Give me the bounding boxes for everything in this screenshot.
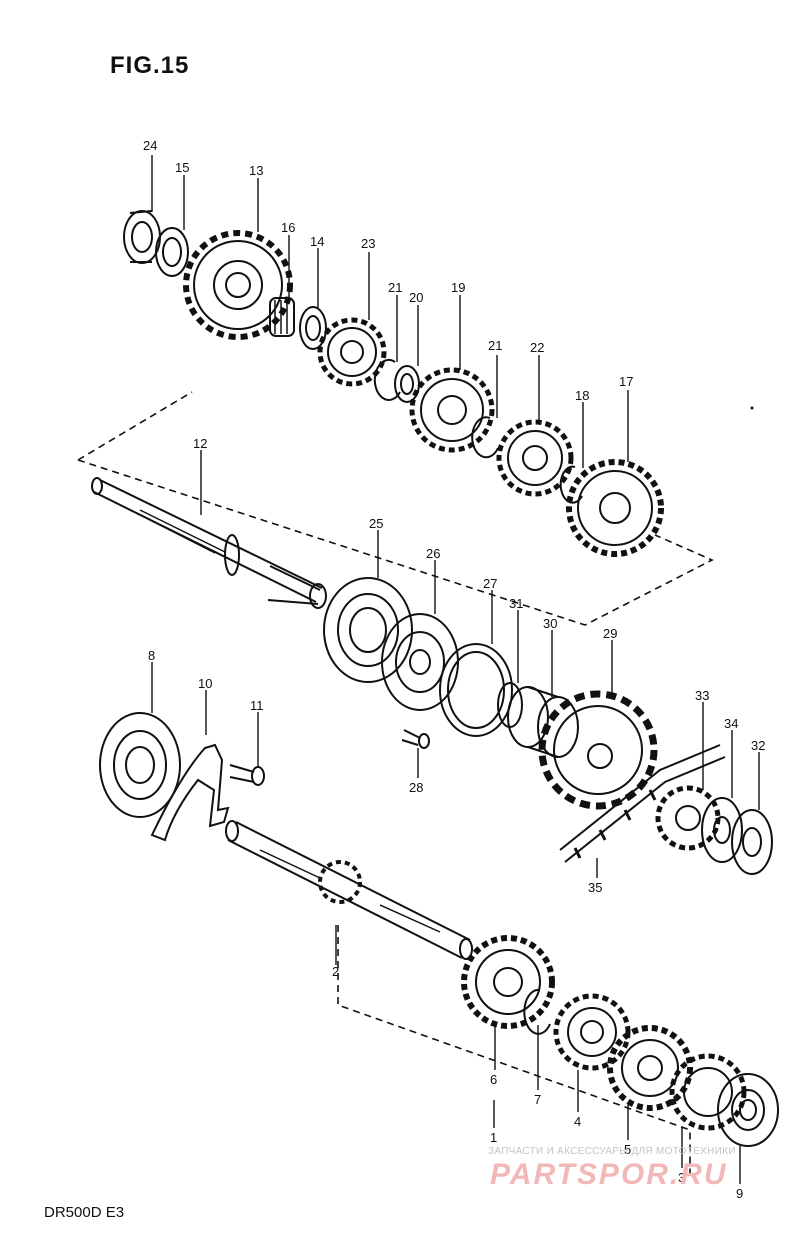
sprocket-33 xyxy=(655,785,721,851)
screw-28 xyxy=(401,729,430,749)
callout-12: 12 xyxy=(193,436,207,451)
callout-10: 10 xyxy=(198,676,212,691)
callout-34: 34 xyxy=(724,716,738,731)
circlip-7 xyxy=(523,988,551,1035)
callout-22: 22 xyxy=(530,340,544,355)
callout-16: 16 xyxy=(281,220,295,235)
gear-22 xyxy=(496,419,574,497)
callout-29: 29 xyxy=(603,626,617,641)
callout-11: 11 xyxy=(250,698,264,713)
callout-26: 26 xyxy=(426,546,440,561)
countershaft-12 xyxy=(91,477,327,609)
sprocket-29 xyxy=(538,690,658,810)
callout-4: 4 xyxy=(574,1114,581,1129)
callout-5: 5 xyxy=(624,1142,631,1157)
circlip-21a xyxy=(373,359,401,401)
callout-6: 6 xyxy=(490,1072,497,1087)
callout-24: 24 xyxy=(143,138,157,153)
callout-35: 35 xyxy=(588,880,602,895)
gear-5 xyxy=(607,1025,693,1111)
washer-14 xyxy=(299,306,327,350)
callout-25: 25 xyxy=(369,516,383,531)
main-shaft-2 xyxy=(225,820,473,960)
countershaft-dashed-outline xyxy=(77,391,714,626)
callout-13: 13 xyxy=(249,163,263,178)
scan-speck xyxy=(750,406,754,410)
needle-bearing-16 xyxy=(269,297,295,337)
callout-31: 31 xyxy=(509,596,523,611)
bearing-24 xyxy=(123,210,161,264)
washer-15 xyxy=(155,227,189,277)
mainshaft-dashed-outline xyxy=(337,925,691,1180)
gear-19 xyxy=(409,367,495,453)
callout-17: 17 xyxy=(619,374,633,389)
bearing-8 xyxy=(99,712,181,818)
model-code: DR500D E3 xyxy=(44,1204,125,1221)
callout-9: 9 xyxy=(736,1186,743,1201)
callout-15: 15 xyxy=(175,160,189,175)
spacer-30 xyxy=(507,686,579,758)
callout-7: 7 xyxy=(534,1092,541,1107)
callout-18: 18 xyxy=(575,388,589,403)
watermark-logo: PARTSPOR.RU xyxy=(490,1158,728,1191)
callout-33: 33 xyxy=(695,688,709,703)
gear-4 xyxy=(553,993,631,1071)
bearing-25 xyxy=(323,577,413,683)
callout-32: 32 xyxy=(751,738,765,753)
callout-3: 3 xyxy=(678,1170,685,1185)
callout-8: 8 xyxy=(148,648,155,663)
circlip-21b xyxy=(471,416,499,459)
callout-21b: 21 xyxy=(488,338,502,353)
callout-27: 27 xyxy=(483,576,497,591)
gear-3 xyxy=(669,1053,747,1131)
o-ring-27 xyxy=(439,643,513,737)
washer-20 xyxy=(394,365,420,403)
callout-23: 23 xyxy=(361,236,375,251)
circlip-18 xyxy=(559,465,583,504)
callout-19: 19 xyxy=(451,280,465,295)
gear-17 xyxy=(566,459,664,557)
nut-32 xyxy=(731,809,773,875)
gear-6 xyxy=(461,935,555,1029)
retainer-plate-10 xyxy=(150,743,230,842)
bearing-9 xyxy=(717,1073,779,1147)
screw-11 xyxy=(229,764,265,786)
figure-title: FIG.15 xyxy=(110,52,190,79)
callout-28: 28 xyxy=(409,780,423,795)
callout-1: 1 xyxy=(490,1130,497,1145)
callout-20: 20 xyxy=(409,290,423,305)
callout-14: 14 xyxy=(310,234,324,249)
callout-2: 2 xyxy=(332,964,339,979)
gear-13 xyxy=(183,230,293,340)
callout-30: 30 xyxy=(543,616,557,631)
watermark-tagline: ЗАПЧАСТИ И АКСЕССУАРЫ ДЛЯ МОТОТЕХНИКИ xyxy=(488,1146,736,1157)
washer-34 xyxy=(701,797,743,863)
callout-21a: 21 xyxy=(388,280,402,295)
drive-chain-35 xyxy=(559,744,726,863)
gear-23 xyxy=(317,317,387,387)
callout-leaders xyxy=(151,155,760,1184)
